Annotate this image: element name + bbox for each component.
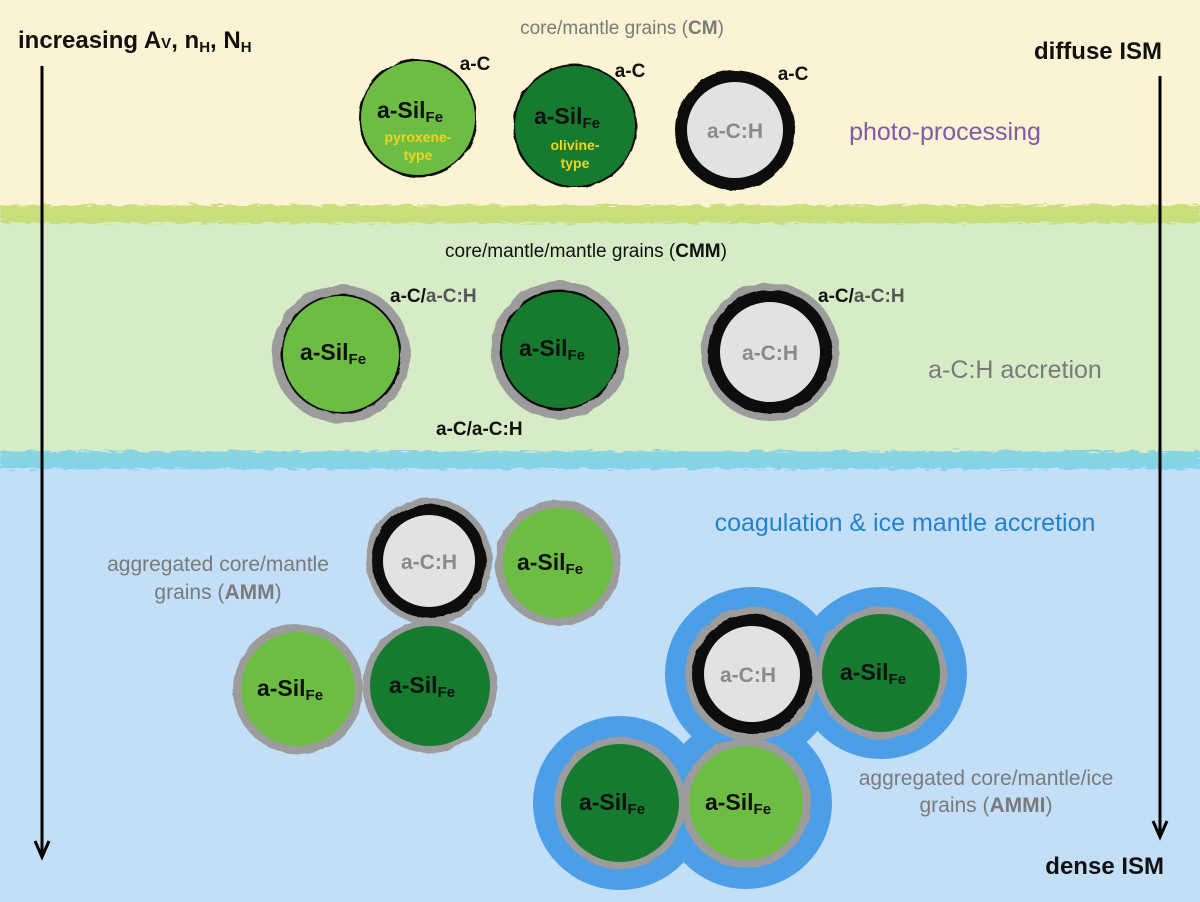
- ammi-ach-grain: a-C:H: [685, 607, 819, 741]
- svg-text:a-SilFe: a-SilFe: [257, 675, 323, 704]
- amm-pyroxene-grain-bottom: a-SilFe: [233, 624, 363, 754]
- cmm-ach-grain: a-C:H: [701, 283, 839, 421]
- ammi-label-line1: aggregated core/mantle/ice: [859, 767, 1114, 790]
- svg-text:a-SilFe: a-SilFe: [300, 339, 366, 368]
- svg-text:olivine-: olivine-: [550, 137, 599, 153]
- amm-ach-grain: a-C:H: [366, 498, 492, 624]
- cm-ach-grain: a-C:H: [675, 70, 795, 190]
- band-edge-green: [0, 205, 1200, 223]
- left-axis-arrow: [33, 66, 51, 861]
- cm-pyroxene-mantle-label: a-C: [460, 54, 491, 75]
- svg-text:a-SilFe: a-SilFe: [840, 659, 906, 688]
- cm-pyroxene-grain: a-SilFe pyroxene- type: [359, 59, 477, 177]
- cm-ach-mantle-label: a-C: [778, 64, 809, 85]
- svg-text:a-C:H: a-C:H: [707, 120, 763, 143]
- cmm-olivine-grain: a-SilFe: [491, 281, 629, 419]
- amm-pyroxene-grain-top: a-SilFe: [495, 500, 621, 626]
- svg-text:pyroxene-: pyroxene-: [385, 129, 452, 145]
- left-axis-label: increasing AV, nH, NH: [18, 27, 252, 56]
- svg-text:a-SilFe: a-SilFe: [534, 103, 600, 132]
- cmm-pyroxene-mantle-label: a-C/a-C:H: [390, 286, 477, 307]
- dense-ism-label: dense ISM: [1045, 853, 1164, 880]
- ammi-label-line2: grains (AMMI): [919, 794, 1052, 817]
- ammi-olivine-grain-top: a-SilFe: [815, 607, 947, 739]
- cm-title: core/mantle grains (CM): [520, 18, 724, 39]
- ammi-olivine-grain-bottom: a-SilFe: [554, 737, 686, 869]
- band-edge-blue: [0, 451, 1200, 469]
- cmm-pyroxene-grain: a-SilFe: [272, 285, 410, 423]
- svg-text:a-SilFe: a-SilFe: [389, 672, 455, 701]
- amm-label-line1: aggregated core/mantle: [107, 553, 329, 576]
- svg-text:a-C:H: a-C:H: [742, 342, 798, 365]
- svg-text:a-C:H: a-C:H: [401, 551, 457, 574]
- svg-text:a-SilFe: a-SilFe: [579, 789, 645, 818]
- amm-olivine-grain: a-SilFe: [363, 619, 497, 753]
- photo-processing-label: photo-processing: [849, 118, 1041, 146]
- svg-text:a-C:H: a-C:H: [720, 664, 776, 687]
- cmm-ach-mantle-label: a-C/a-C:H: [818, 286, 905, 307]
- svg-text:type: type: [404, 147, 433, 163]
- cmm-title: core/mantle/mantle grains (CMM): [445, 241, 727, 262]
- diffuse-ism-label: diffuse ISM: [1034, 38, 1162, 65]
- svg-text:a-SilFe: a-SilFe: [705, 789, 771, 818]
- svg-text:type: type: [561, 155, 590, 171]
- right-axis-arrow: [1151, 76, 1169, 841]
- coagulation-label: coagulation & ice mantle accretion: [715, 509, 1096, 537]
- cm-olivine-grain: a-SilFe olivine- type: [513, 64, 637, 188]
- svg-text:a-SilFe: a-SilFe: [377, 97, 443, 126]
- cmm-olivine-mantle-label: a-C/a-C:H: [436, 419, 523, 440]
- svg-text:a-SilFe: a-SilFe: [517, 549, 583, 578]
- ammi-pyroxene-grain: a-SilFe: [681, 738, 811, 868]
- amm-label-line2: grains (AMM): [154, 581, 281, 604]
- ach-accretion-label: a-C:H accretion: [928, 356, 1102, 384]
- cm-olivine-mantle-label: a-C: [615, 61, 646, 82]
- svg-text:a-SilFe: a-SilFe: [519, 335, 585, 364]
